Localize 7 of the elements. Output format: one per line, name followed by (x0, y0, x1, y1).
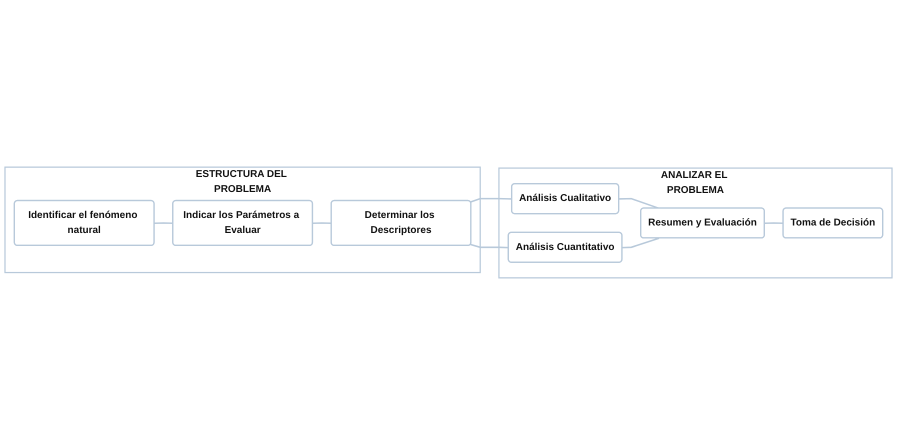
connector (470, 244, 509, 248)
connector (154, 222, 174, 224)
connector (312, 222, 332, 224)
connector (470, 198, 512, 203)
connector (622, 238, 660, 248)
connector (618, 198, 660, 210)
connector (764, 222, 784, 224)
